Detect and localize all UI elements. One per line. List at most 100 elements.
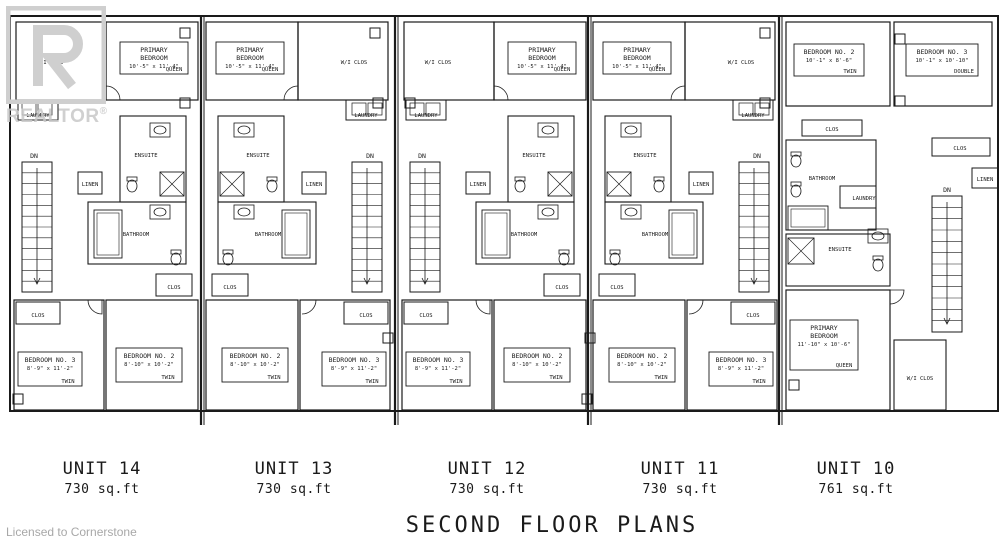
ensuite — [217, 115, 285, 203]
bedroom-label-box — [608, 347, 676, 383]
toilet-tank — [790, 181, 802, 187]
realtor-watermark: REALTOR® — [6, 106, 107, 128]
vanity — [867, 228, 889, 244]
closet-label: CLOS — [610, 285, 623, 291]
vanity — [537, 204, 559, 220]
shower-x — [606, 171, 632, 197]
bedroom-dimensions: 8'-10" x 10'-2" — [124, 362, 174, 368]
sink-basin — [153, 207, 167, 217]
bedroom-3 — [686, 299, 778, 411]
bedroom-name: BEDROOM NO. 3 — [917, 48, 968, 56]
door-swing — [283, 85, 299, 101]
sink-basin — [237, 207, 251, 217]
linen-closet — [77, 171, 103, 195]
bedroom-name: BEDROOM NO. 2 — [124, 352, 175, 360]
shower-x — [547, 171, 573, 197]
toilet-tank — [266, 176, 278, 182]
shower-x — [219, 171, 245, 197]
unit-name: UNIT 12 — [448, 459, 527, 479]
toilet-bowl — [558, 252, 570, 266]
bedroom-name: PRIMARY — [236, 46, 263, 54]
closet-label: CLOS — [746, 313, 759, 319]
toilet-bowl — [872, 258, 884, 272]
bedroom-dimensions: 11'-10" x 10'-6" — [798, 342, 851, 348]
ensuite — [604, 115, 672, 203]
bedroom-label-box — [507, 41, 577, 75]
toilet-bowl — [170, 252, 182, 266]
linen-closet — [971, 167, 999, 189]
door-swing — [889, 289, 905, 305]
bedroom-name: BEDROOM — [140, 54, 167, 62]
vanity — [233, 204, 255, 220]
linen-label: LINEN — [306, 182, 323, 188]
stairs-down-label: DN — [366, 152, 374, 160]
bedroom-dimensions: 8'-10" x 10'-2" — [617, 362, 667, 368]
linen-label: LINEN — [470, 182, 487, 188]
linen-closet — [688, 171, 714, 195]
stairs-down-label: DN — [418, 152, 426, 160]
bedroom-name: BEDROOM NO. 2 — [804, 48, 855, 56]
building-outline — [9, 15, 999, 412]
bed-type: TWIN — [267, 375, 280, 381]
bathtub-inner — [96, 212, 120, 256]
bedroom-label-box — [119, 41, 189, 75]
linen-label: LINEN — [977, 177, 994, 183]
bedroom-dimensions: 8'-9" x 11'-2" — [27, 366, 73, 372]
stairs-down-label: DN — [943, 186, 951, 194]
realtor-logo-icon — [6, 6, 106, 104]
washer — [367, 102, 383, 116]
stair-arrowhead — [943, 317, 951, 325]
laundry — [345, 99, 387, 121]
closet-label: CLOS — [31, 313, 44, 319]
structural-column — [372, 97, 384, 109]
toilet-bowl — [790, 154, 802, 168]
bathroom — [475, 201, 575, 265]
bedroom-dimensions: 10'-5" x 11'-4" — [517, 64, 567, 70]
structural-column — [759, 27, 771, 39]
primary-bedroom — [592, 21, 686, 101]
bedroom-name: BEDROOM — [810, 332, 837, 340]
bedroom-name: BEDROOM — [236, 54, 263, 62]
bedroom-name: BEDROOM NO. 3 — [329, 356, 380, 364]
bed-type: TWIN — [654, 375, 667, 381]
unit-name: UNIT 10 — [817, 459, 896, 479]
closet-label: CLOS — [953, 146, 966, 152]
unit-area: 730 sq.ft — [257, 482, 332, 497]
bedroom-label-box — [708, 351, 774, 387]
shower — [606, 171, 632, 197]
closet — [598, 273, 636, 297]
closet-label: CLOS — [419, 313, 432, 319]
unit-name: UNIT 13 — [255, 459, 334, 479]
bedroom-dimensions: 10'-5" x 11'-4" — [129, 64, 179, 70]
bedroom-label-box — [115, 347, 183, 383]
closet-label: CLOS — [555, 285, 568, 291]
toilet-tank — [609, 249, 621, 255]
primary-bedroom — [785, 289, 891, 411]
bedroom-label-box — [215, 41, 285, 75]
laundry — [732, 99, 774, 121]
shower — [159, 171, 185, 197]
sink-basin — [541, 125, 555, 135]
bedroom-label-box — [793, 43, 865, 77]
closet-label: CLOS — [359, 313, 372, 319]
closet — [403, 301, 449, 325]
bathtub-inner — [671, 212, 695, 256]
bathroom-label: BATHROOM — [642, 232, 669, 238]
structural-column — [369, 27, 381, 39]
bathtub-inner — [790, 208, 826, 228]
bathroom — [604, 201, 704, 265]
bathroom-label: BATHROOM — [255, 232, 282, 238]
door-swing — [105, 85, 121, 101]
bedroom-label-box — [405, 351, 471, 387]
bathtub — [281, 209, 311, 259]
toilet-tank — [790, 151, 802, 157]
ensuite-label: ENSUITE — [633, 153, 656, 159]
bathroom — [785, 139, 877, 231]
bedroom-name: BEDROOM NO. 3 — [716, 356, 767, 364]
bedroom-label-box — [17, 351, 83, 387]
toilet-bowl — [514, 179, 526, 193]
bedroom-2 — [785, 21, 891, 107]
bedroom-label-box — [789, 319, 859, 371]
bathtub — [481, 209, 511, 259]
closet — [211, 273, 249, 297]
